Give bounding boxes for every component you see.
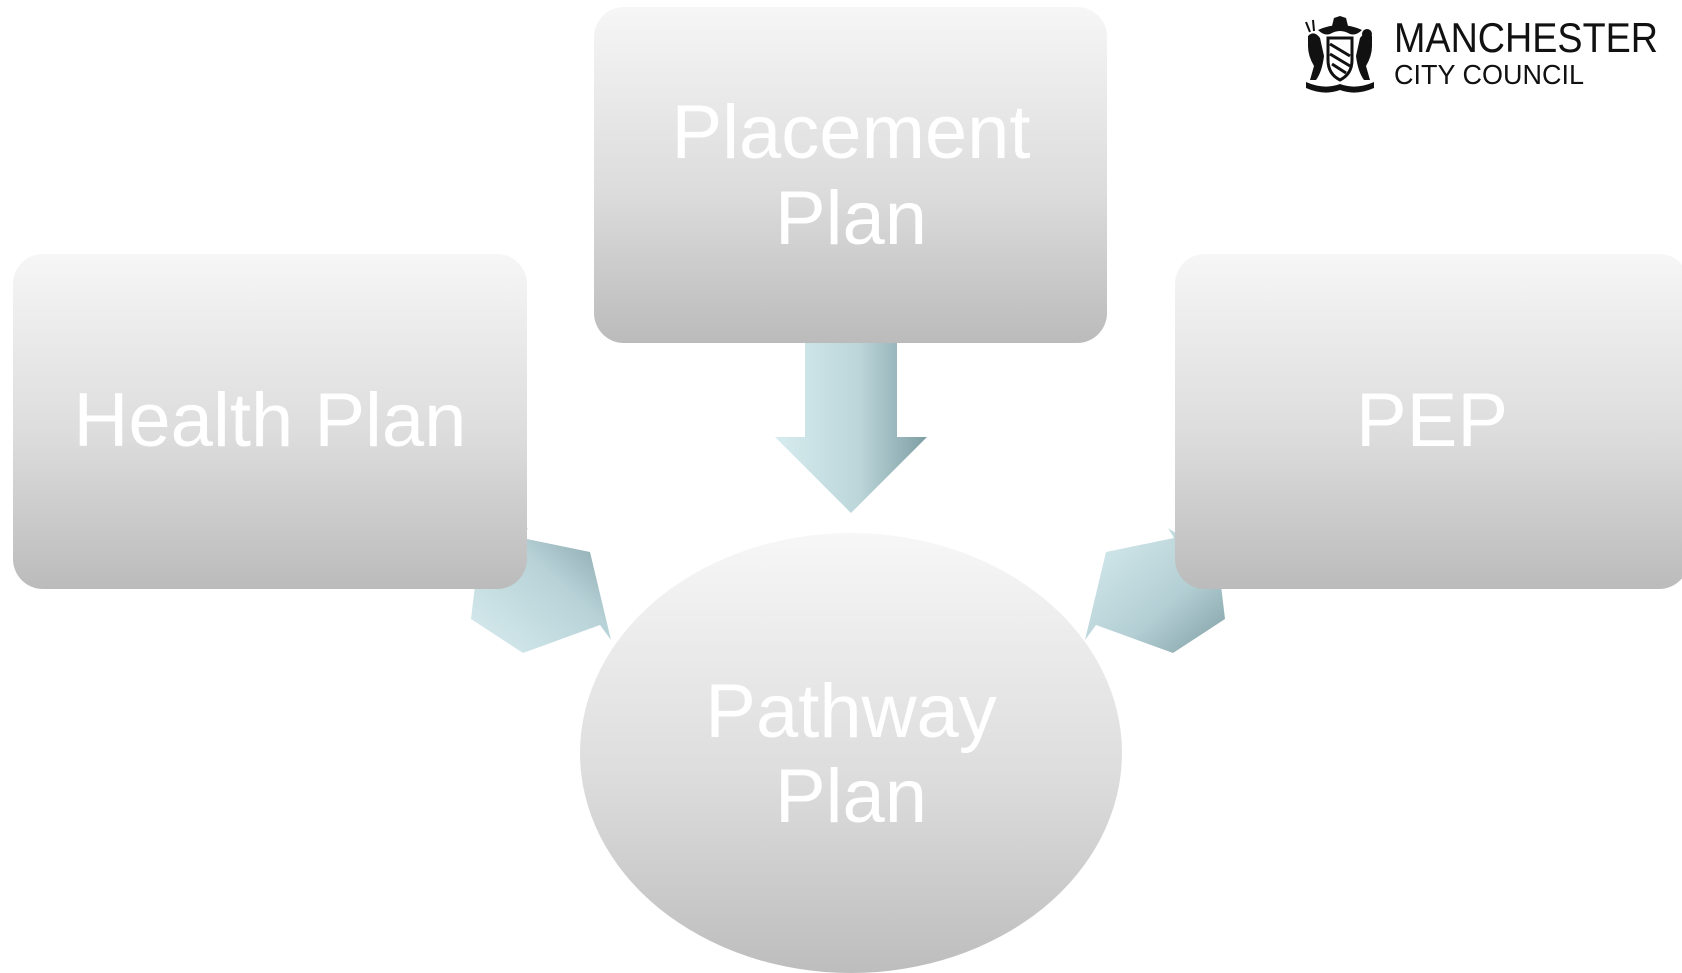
arrow-placement-to-pathway: [775, 340, 927, 513]
pathway-plan-node: Pathway Plan: [580, 533, 1122, 973]
health-plan-box: Health Plan: [13, 254, 527, 589]
pathway-plan-label-line2: Plan: [775, 754, 927, 839]
coat-of-arms-icon: [1305, 16, 1374, 93]
logo-text-manchester: MANCHESTER: [1394, 14, 1658, 61]
logo-text-city-council: CITY COUNCIL: [1394, 59, 1584, 90]
health-plan-label: Health Plan: [74, 378, 467, 463]
pathway-plan-label-line1: Pathway: [705, 669, 997, 754]
placement-plan-label-line2: Plan: [775, 176, 927, 261]
pep-label: PEP: [1356, 378, 1508, 463]
pep-box: PEP: [1175, 254, 1682, 589]
placement-plan-box: Placement Plan: [594, 7, 1107, 343]
council-logo: MANCHESTER CITY COUNCIL: [1305, 14, 1658, 93]
placement-plan-label-line1: Placement: [671, 90, 1030, 175]
